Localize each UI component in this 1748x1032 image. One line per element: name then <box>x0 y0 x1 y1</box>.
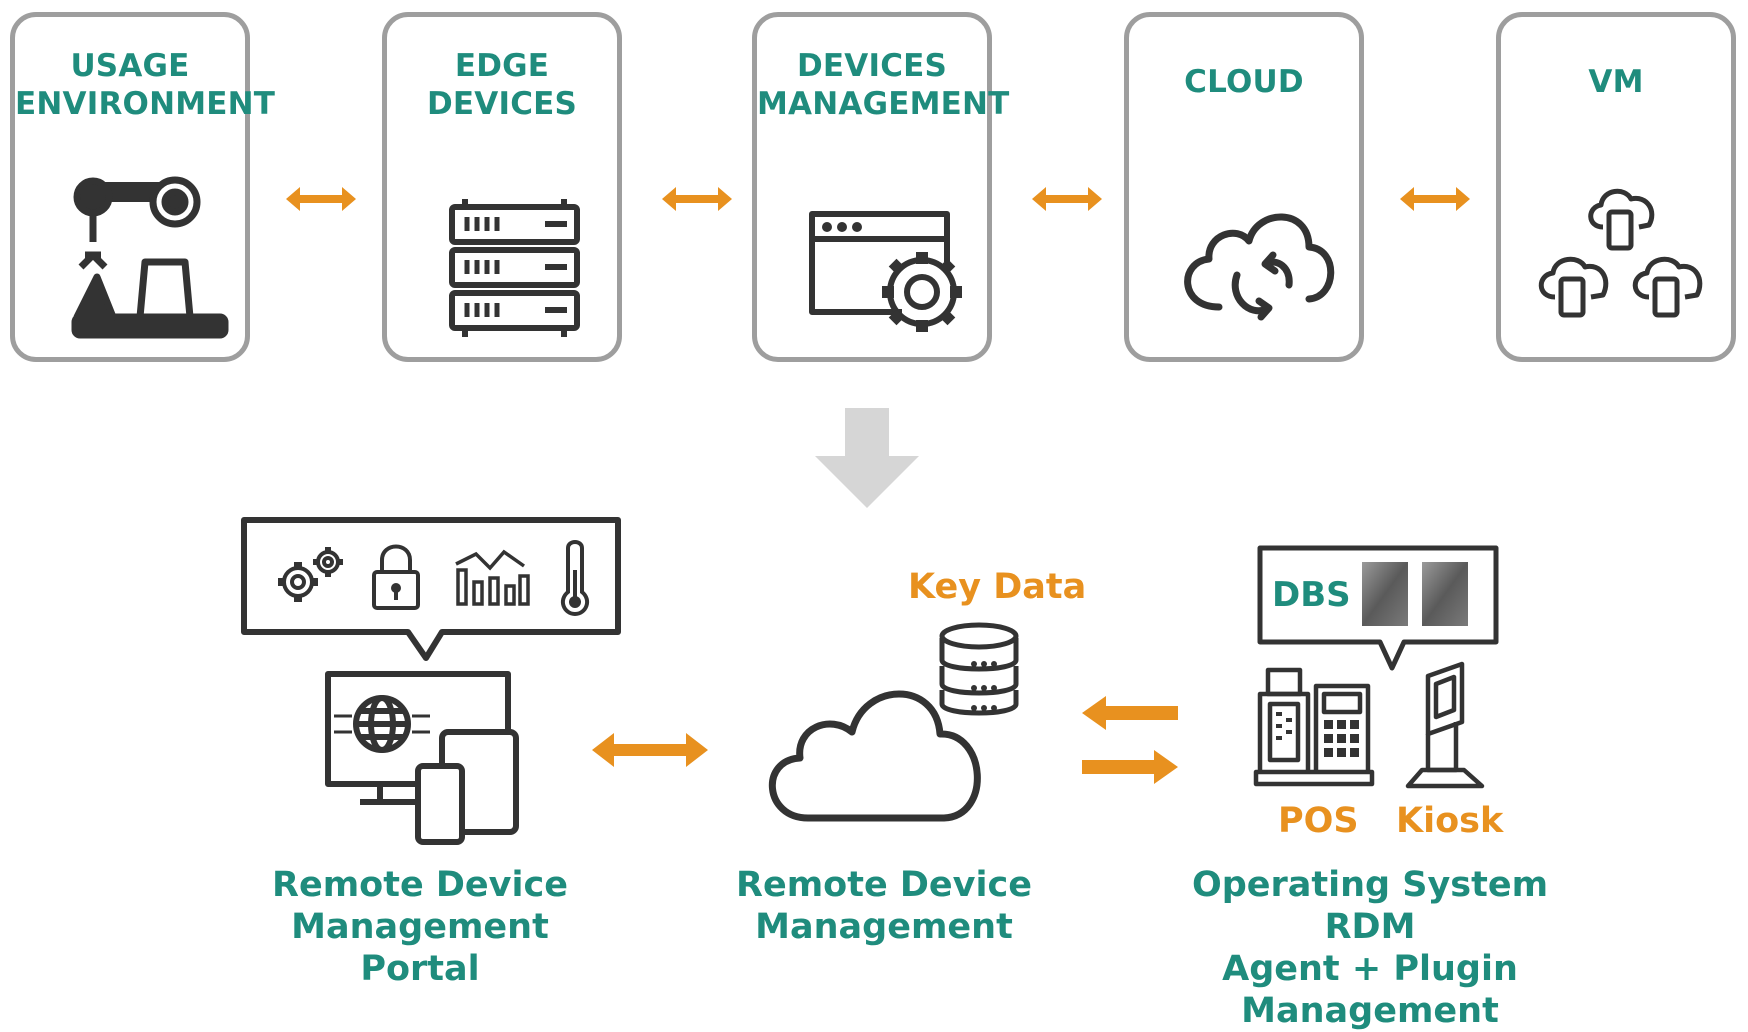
stage-title: DEVICES MANAGEMENT <box>757 48 1010 122</box>
gears-icon <box>278 547 343 602</box>
stage-card-devices-management: DEVICES MANAGEMENT <box>752 12 1010 362</box>
stage-card-usage-environment: USAGE ENVIRONMENT <box>10 12 276 362</box>
portal-label: Remote Device Management Portal <box>272 865 568 989</box>
stage-title: CLOUD <box>1184 64 1304 100</box>
pos-terminal-icon <box>1253 667 1375 787</box>
bar-chart-icon <box>455 549 530 606</box>
key-data-label: Key Data <box>908 567 1087 607</box>
right-arrow-icon <box>1082 750 1178 784</box>
cloud-icon <box>769 690 981 822</box>
stage-title: EDGE DEVICES <box>426 48 578 122</box>
thermometer-icon <box>560 540 590 617</box>
bidirectional-arrow-icon <box>662 187 732 211</box>
cloud-devices-icon <box>1538 188 1703 318</box>
left-arrow-icon <box>1082 696 1178 730</box>
multi-device-globe-icon <box>325 671 519 845</box>
cloud-sync-icon <box>1184 213 1335 321</box>
robot-arm-icon <box>71 176 229 339</box>
bidirectional-arrow-icon <box>592 733 708 767</box>
bidirectional-arrow-icon <box>286 187 356 211</box>
dbs-label: DBS <box>1272 575 1351 615</box>
browser-gear-icon <box>809 211 962 332</box>
portal-speech-bubble <box>241 517 621 661</box>
kiosk-icon <box>1405 661 1485 789</box>
stage-title: VM <box>1588 64 1644 100</box>
rdm-label: Remote Device Management <box>736 865 1032 947</box>
stage-card-cloud: CLOUD <box>1124 12 1364 362</box>
stage-title: USAGE ENVIRONMENT <box>15 48 276 122</box>
bidirectional-arrow-icon <box>1032 187 1102 211</box>
stage-card-vm: VM <box>1496 12 1736 362</box>
diagram: USAGE ENVIRONMENT EDGE DEVICES <box>10 12 1736 1031</box>
stage-card-edge-devices: EDGE DEVICES <box>382 12 622 362</box>
down-arrow-icon <box>815 408 919 508</box>
os-label: Operating System RDM Agent + Plugin Mana… <box>1191 865 1549 1031</box>
kiosk-label: Kiosk <box>1396 801 1504 841</box>
server-rack-icon <box>449 199 580 337</box>
pos-label: POS <box>1278 801 1359 841</box>
database-icon <box>939 622 1019 716</box>
dbs-device-image <box>1362 562 1468 626</box>
bidirectional-arrow-icon <box>1400 187 1470 211</box>
padlock-icon <box>372 544 420 610</box>
